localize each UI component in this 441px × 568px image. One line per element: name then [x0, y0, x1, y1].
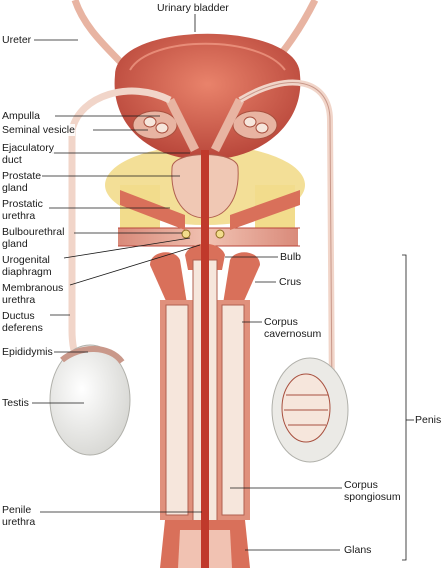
label-urinary-bladder: Urinary bladder	[157, 2, 229, 14]
label-seminal-vesicle: Seminal vesicle	[2, 124, 75, 136]
label-bulb: Bulb	[280, 251, 302, 263]
label-ampulla: Ampulla	[2, 110, 40, 122]
label-membranous-urethra-line2: urethra	[2, 294, 36, 306]
leader-lines	[32, 14, 342, 551]
label-bulbourethral-gland-line2: gland	[2, 238, 28, 250]
label-corpus-spongiosum: Corpus	[344, 479, 378, 491]
penile-shaft	[160, 150, 250, 568]
label-corpus-cavernosum: Corpus	[264, 316, 298, 328]
bulbourethral-glands	[181, 229, 225, 239]
label-corpus-spongiosum-line2: spongiosum	[344, 491, 401, 503]
label-ductus-deferens: Ductus	[2, 310, 35, 322]
label-penile-urethra: Penile	[2, 504, 32, 516]
urinary-bladder	[114, 33, 301, 160]
label-penile-urethra-line2: urethra	[2, 516, 36, 528]
label-penis: Penis	[415, 414, 441, 426]
label-urogenital-diaphragm: Urogenital	[2, 254, 50, 266]
seminal-vesicles	[132, 97, 278, 153]
left-testis	[49, 344, 131, 456]
label-glans: Glans	[344, 544, 372, 556]
label-prostatic-urethra-line2: urethra	[2, 210, 36, 222]
pelvic-floor-muscles	[120, 190, 300, 230]
label-epididymis: Epididymis	[2, 346, 53, 358]
label-membranous-urethra: Membranous	[2, 282, 64, 294]
label-ejaculatory-duct-line2: duct	[2, 154, 22, 166]
label-bulbourethral-gland: Bulbourethral	[2, 226, 65, 238]
label-ejaculatory-duct: Ejaculatory	[2, 142, 54, 154]
label-ductus-deferens-line2: deferens	[2, 322, 43, 334]
right-testis-section	[271, 357, 349, 463]
label-prostate-gland: Prostate	[2, 170, 42, 182]
label-prostate-gland-line2: gland	[2, 182, 28, 194]
label-prostatic-urethra: Prostatic	[2, 198, 43, 210]
label-urogenital-diaphragm-line2: diaphragm	[2, 266, 52, 278]
label-corpus-cavernosum-line2: cavernosum	[264, 328, 322, 340]
label-testis: Testis	[2, 397, 29, 409]
penis-bracket	[402, 254, 414, 561]
label-ureter: Ureter	[2, 34, 32, 46]
glans	[160, 520, 250, 568]
label-crus: Crus	[279, 276, 302, 288]
